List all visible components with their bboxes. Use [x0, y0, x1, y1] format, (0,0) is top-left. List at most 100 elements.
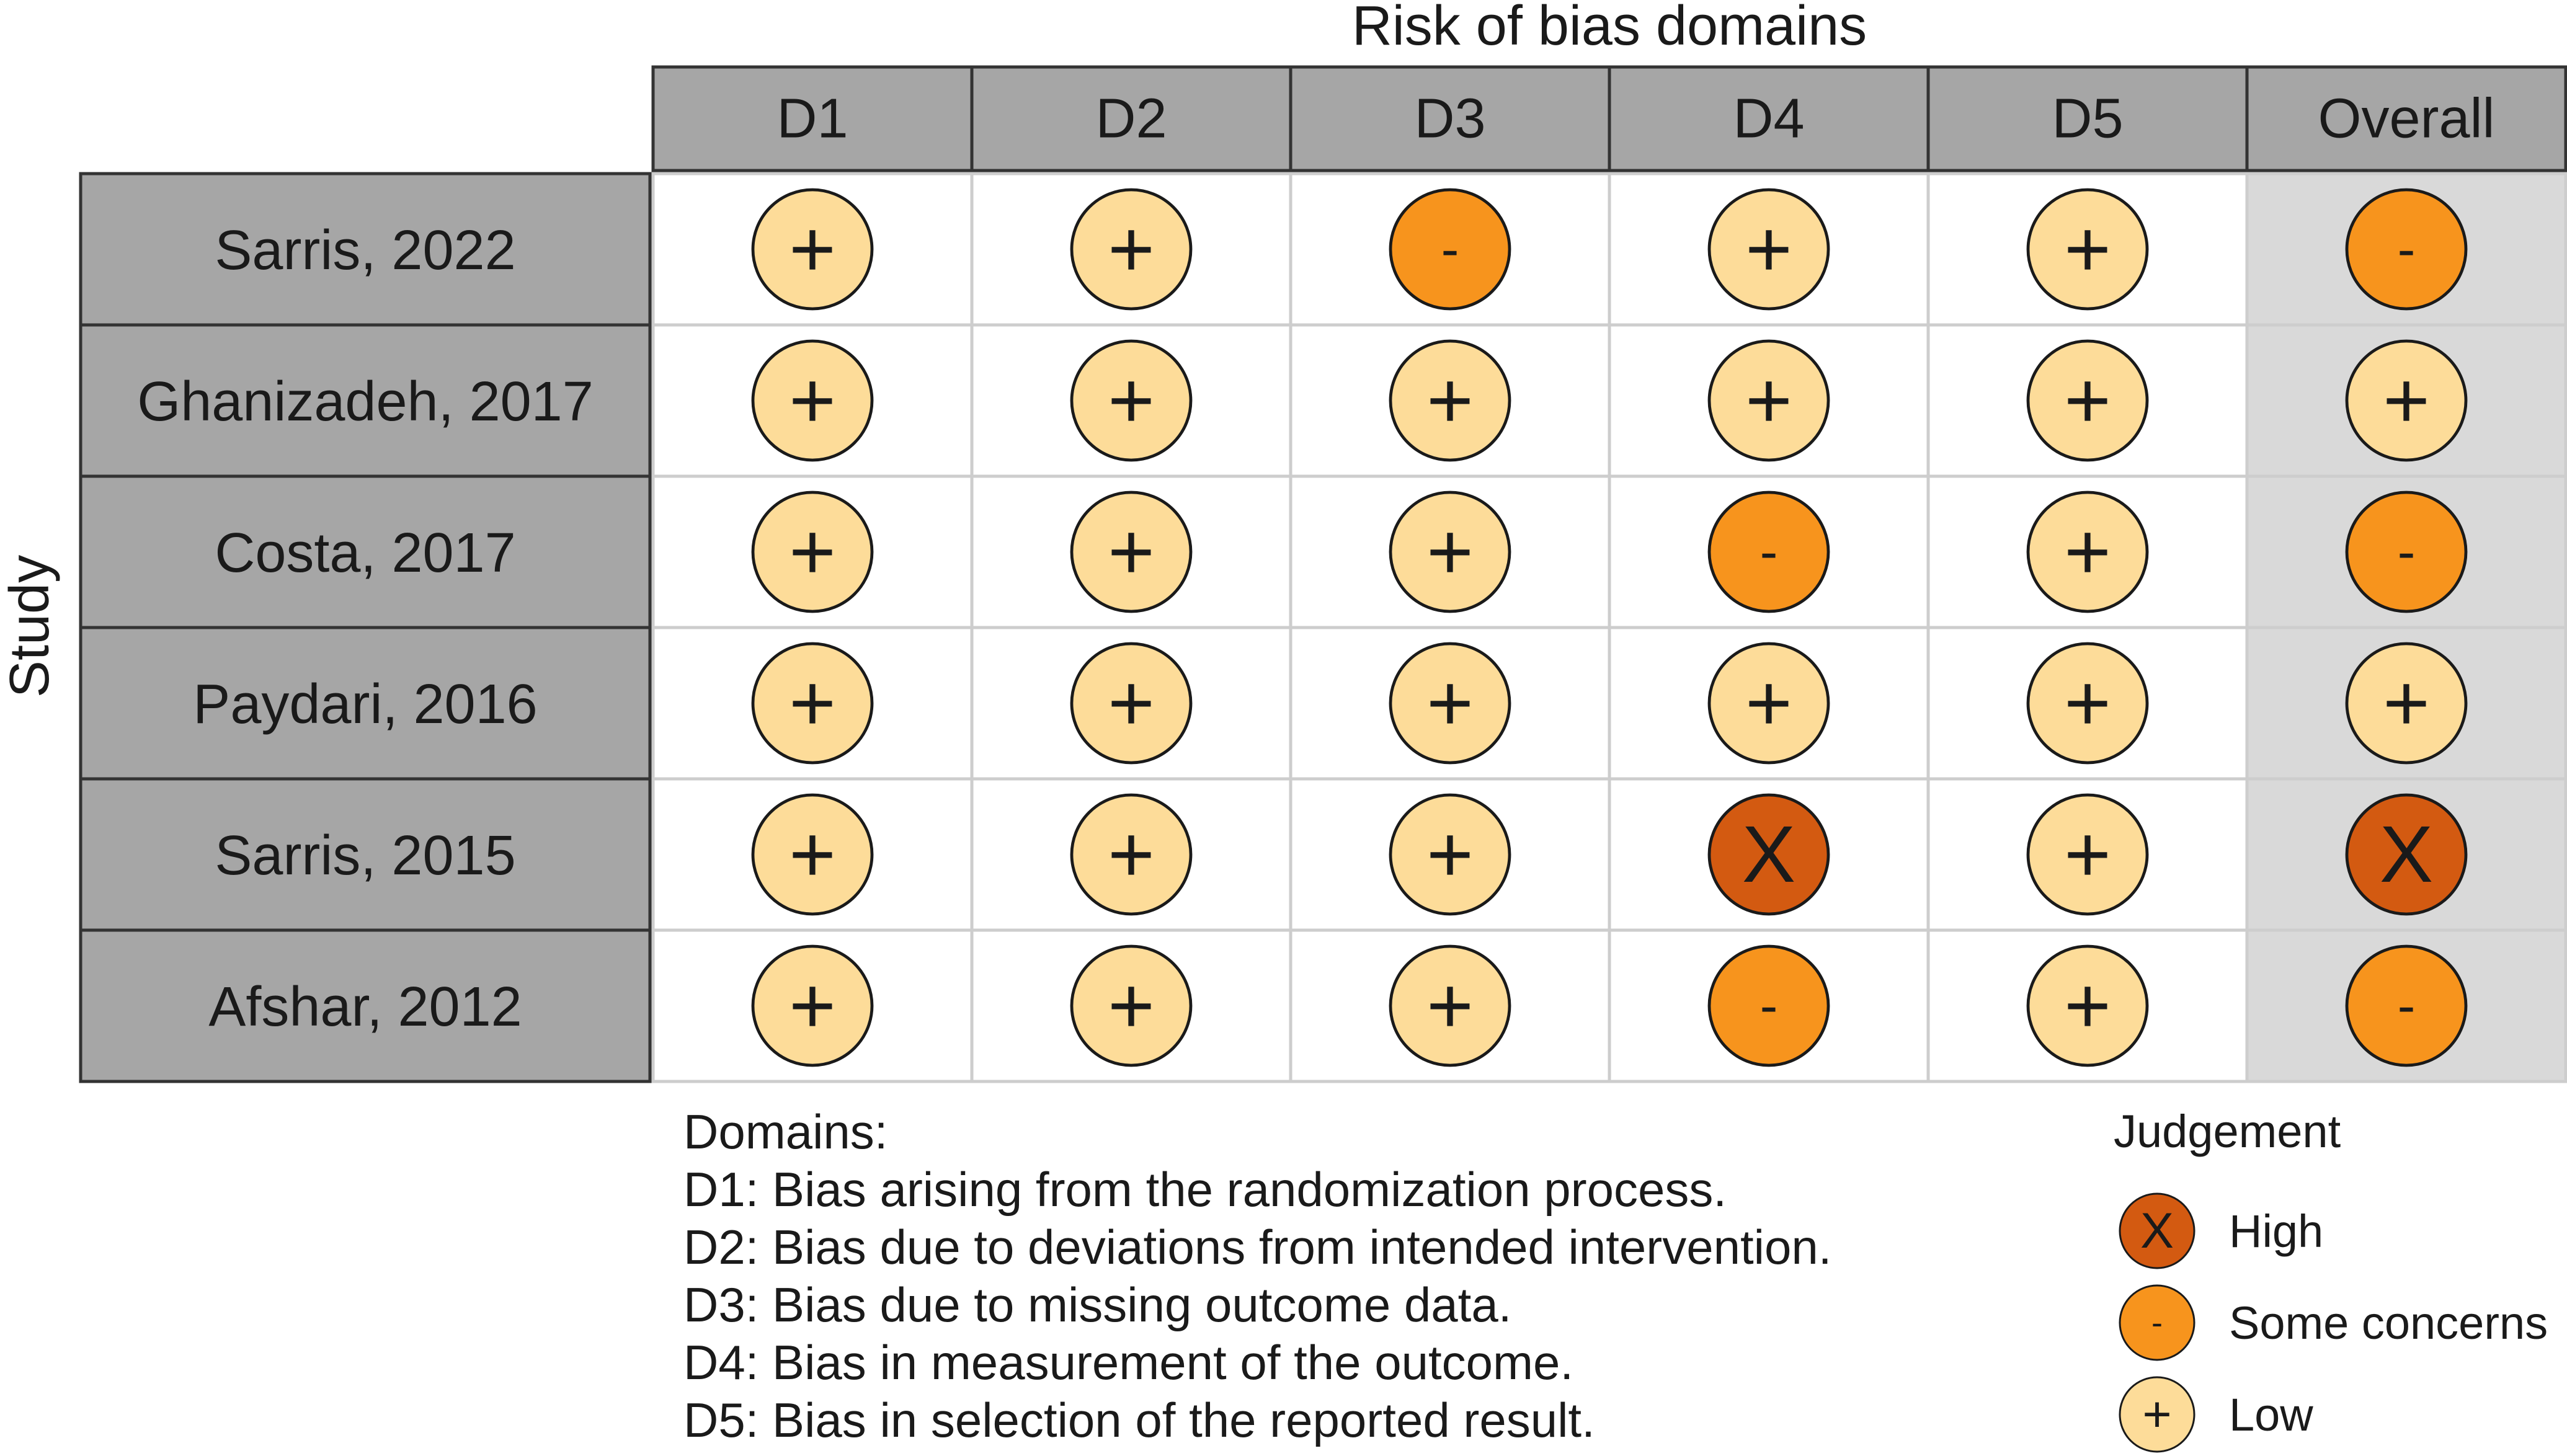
- judgement-mark-ghanizadeh-2017-d2-symbol: +: [1108, 356, 1155, 445]
- judgement-mark-paydari-2016-d2-symbol: +: [1108, 659, 1155, 748]
- judgement-mark-costa-2017-d4-circle: [1707, 491, 1830, 613]
- judgement-mark-afshar-2012-d2: +: [1070, 944, 1193, 1067]
- domains-title: Domains:: [683, 1104, 888, 1159]
- judgement-mark-afshar-2012-overall-circle: [2345, 944, 2468, 1067]
- judgement-mark-afshar-2012-d3: +: [1389, 944, 1511, 1067]
- judgement-mark-costa-2017-d5-symbol: +: [2064, 507, 2111, 597]
- judgement-mark-sarris-2015-d1-circle: [751, 793, 874, 916]
- legend-mark-high: X: [2119, 1192, 2196, 1269]
- judgement-mark-afshar-2012-d2-circle: [1070, 944, 1193, 1067]
- judgement-mark-ghanizadeh-2017-overall: +: [2345, 339, 2468, 462]
- judgement-mark-costa-2017-overall-circle: [2345, 491, 2468, 613]
- judgement-mark-sarris-2015-d2-symbol: +: [1108, 810, 1155, 899]
- judgement-mark-costa-2017-d3-symbol: +: [1426, 507, 1474, 597]
- judgement-mark-sarris-2015-overall: X: [2345, 793, 2468, 916]
- judgement-mark-afshar-2012-overall-symbol: -: [2398, 976, 2416, 1036]
- judgement-mark-sarris-2015-d4-circle: [1707, 793, 1830, 916]
- study-label-ghanizadeh-2017: Ghanizadeh, 2017: [137, 371, 594, 433]
- study-label-cell: [79, 626, 652, 781]
- judgement-mark-ghanizadeh-2017-d5: +: [2026, 339, 2149, 462]
- judgement-mark-ghanizadeh-2017-d2-circle: [1070, 339, 1193, 462]
- judgement-mark-costa-2017-overall-symbol: -: [2398, 522, 2416, 582]
- judgement-mark-sarris-2022-d4-symbol: +: [1745, 205, 1792, 294]
- study-label-afshar-2012: Afshar, 2012: [208, 976, 522, 1038]
- judgement-mark-sarris-2015-d5-symbol: +: [2064, 810, 2111, 899]
- judgement-mark-sarris-2015-d2-circle: [1070, 793, 1193, 916]
- judgement-mark-sarris-2022-d1-circle: [751, 188, 874, 311]
- column-header-d3-cell: [1289, 65, 1611, 172]
- column-header-d3: D3: [1414, 88, 1485, 150]
- judgement-mark-ghanizadeh-2017-d1-symbol: +: [789, 356, 836, 445]
- judgement-mark-ghanizadeh-2017-overall-symbol: +: [2383, 356, 2430, 445]
- legend-mark-high-circle: [2119, 1192, 2196, 1269]
- study-label-cell: [79, 777, 652, 932]
- judgement-mark-sarris-2015-d3-circle: [1389, 793, 1511, 916]
- judgement-mark-sarris-2015-d5: +: [2026, 793, 2149, 916]
- judgement-mark-costa-2017-overall: -: [2345, 491, 2468, 613]
- judgement-mark-afshar-2012-d4: -: [1707, 944, 1830, 1067]
- judgement-mark-costa-2017-d4-symbol: -: [1760, 522, 1778, 582]
- judgement-mark-sarris-2022-d5: +: [2026, 188, 2149, 311]
- study-label-cell: [79, 928, 652, 1083]
- judgement-mark-costa-2017-d1-circle: [751, 491, 874, 613]
- judgement-mark-paydari-2016-d2-circle: [1070, 642, 1193, 765]
- judgement-mark-ghanizadeh-2017-d3: +: [1389, 339, 1511, 462]
- judgement-mark-sarris-2015-d2: +: [1070, 793, 1193, 916]
- legend-mark-some-concerns: -: [2119, 1284, 2196, 1361]
- judgement-mark-costa-2017-d3-circle: [1389, 491, 1511, 613]
- domain-description-5: D5: Bias in selection of the reported re…: [683, 1393, 1595, 1447]
- column-header-d2-cell: [970, 65, 1292, 172]
- judgement-mark-ghanizadeh-2017-d4-circle: [1707, 339, 1830, 462]
- judgement-mark-sarris-2022-overall-symbol: -: [2398, 220, 2416, 279]
- judgement-mark-ghanizadeh-2017-d4-symbol: +: [1745, 356, 1792, 445]
- judgement-mark-paydari-2016-d3-circle: [1389, 642, 1511, 765]
- judgement-mark-afshar-2012-d1-circle: [751, 944, 874, 1067]
- judgement-mark-paydari-2016-overall-symbol: +: [2383, 659, 2430, 748]
- legend-label-low: Low: [2229, 1389, 2313, 1440]
- judgement-mark-sarris-2022-d2-circle: [1070, 188, 1193, 311]
- judgement-mark-sarris-2022-d2-symbol: +: [1108, 205, 1155, 294]
- judgement-mark-sarris-2022-d1-symbol: +: [789, 205, 836, 294]
- domain-description-3: D3: Bias due to missing outcome data.: [683, 1277, 1511, 1332]
- judgement-mark-afshar-2012-d5: +: [2026, 944, 2149, 1067]
- column-header-d2: D2: [1095, 88, 1167, 150]
- judgement-mark-afshar-2012-overall: -: [2345, 944, 2468, 1067]
- judgement-mark-costa-2017-d3: +: [1389, 491, 1511, 613]
- study-label-sarris-2015: Sarris, 2015: [215, 825, 515, 887]
- legend-mark-some-concerns-symbol: -: [2151, 1304, 2163, 1341]
- column-header-d4: D4: [1733, 88, 1804, 150]
- column-header-d5: D5: [2052, 88, 2123, 150]
- judgement-mark-paydari-2016-d5: +: [2026, 642, 2149, 765]
- judgement-mark-ghanizadeh-2017-d1-circle: [751, 339, 874, 462]
- judgement-mark-sarris-2022-d3-circle: [1389, 188, 1511, 311]
- judgement-mark-afshar-2012-d4-symbol: -: [1760, 976, 1778, 1036]
- judgement-mark-sarris-2015-d1-symbol: +: [789, 810, 836, 899]
- judgement-mark-costa-2017-d5-circle: [2026, 491, 2149, 613]
- judgement-mark-paydari-2016-overall-circle: [2345, 642, 2468, 765]
- judgement-mark-afshar-2012-d5-circle: [2026, 944, 2149, 1067]
- column-header-overall-cell: [2245, 65, 2567, 172]
- judgement-mark-paydari-2016-d3: +: [1389, 642, 1511, 765]
- judgement-mark-afshar-2012-d3-circle: [1389, 944, 1511, 1067]
- judgement-mark-paydari-2016-d3-symbol: +: [1426, 659, 1474, 748]
- judgement-mark-sarris-2022-d3-symbol: -: [1441, 220, 1459, 279]
- legend-label-high: High: [2229, 1205, 2323, 1257]
- legend-mark-low-circle: [2119, 1376, 2196, 1453]
- legend-mark-some-concerns-circle: [2119, 1284, 2196, 1361]
- domain-description-1: D1: Bias arising from the randomization …: [683, 1162, 1727, 1217]
- judgement-mark-ghanizadeh-2017-overall-circle: [2345, 339, 2468, 462]
- study-label-paydari-2016: Paydari, 2016: [193, 673, 537, 735]
- column-header-d1-cell: [651, 65, 974, 172]
- judgement-mark-sarris-2022-d4: +: [1707, 188, 1830, 311]
- domain-description-2: D2: Bias due to deviations from intended…: [683, 1220, 1831, 1274]
- judgement-mark-costa-2017-d2-circle: [1070, 491, 1193, 613]
- judgement-mark-ghanizadeh-2017-d4: +: [1707, 339, 1830, 462]
- judgement-mark-paydari-2016-d5-symbol: +: [2064, 659, 2111, 748]
- judgement-mark-ghanizadeh-2017-d3-symbol: +: [1426, 356, 1474, 445]
- judgement-mark-paydari-2016-d1: +: [751, 642, 874, 765]
- judgement-mark-paydari-2016-overall: +: [2345, 642, 2468, 765]
- judgement-mark-paydari-2016-d5-circle: [2026, 642, 2149, 765]
- judgement-mark-ghanizadeh-2017-d3-circle: [1389, 339, 1511, 462]
